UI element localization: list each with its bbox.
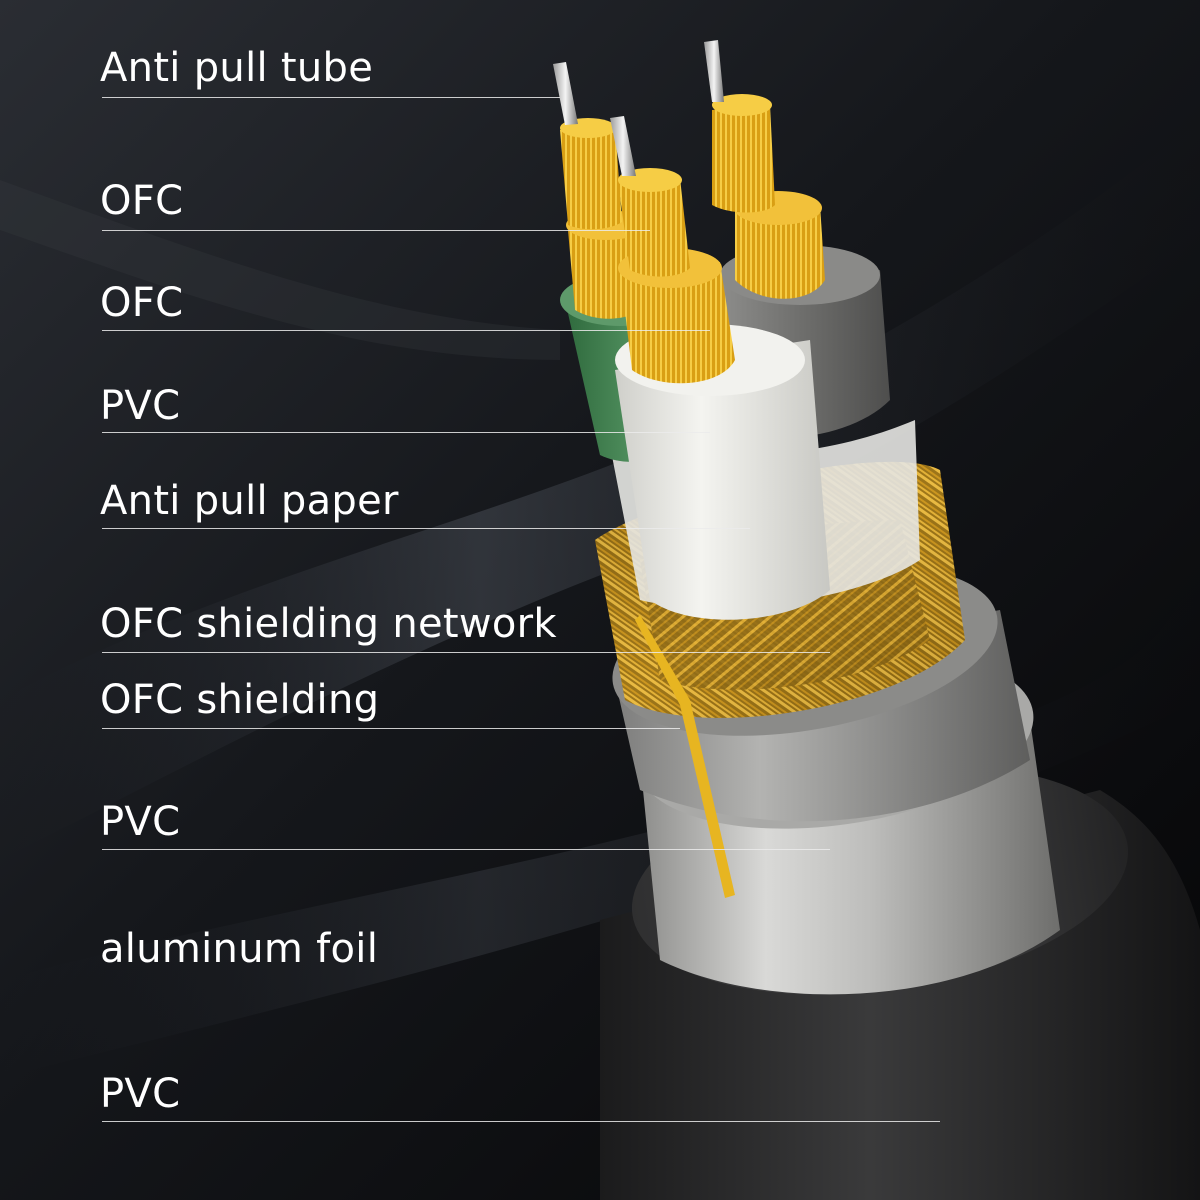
label-ofc-1: OFC	[100, 178, 184, 224]
label-ofc-shielding-network: OFC shielding network	[100, 601, 557, 647]
label-pvc-outer-jacket: PVC	[100, 1071, 181, 1117]
label-ofc-shielding: OFC shielding	[100, 677, 380, 723]
leader-line-ofc-shielding	[102, 728, 680, 729]
label-anti-pull-tube: Anti pull tube	[100, 45, 374, 91]
label-ofc-2: OFC	[100, 280, 184, 326]
background-silk-wave	[0, 180, 560, 360]
leader-line-ofc-2	[102, 330, 710, 331]
background-silk-wave	[0, 120, 1200, 860]
leader-line-anti-pull-tube	[102, 97, 560, 98]
leader-line-ofc-shielding-network	[102, 652, 830, 653]
leader-line-ofc-1	[102, 230, 650, 231]
label-pvc-conductor-insulation: PVC	[100, 383, 181, 429]
label-aluminum-foil: aluminum foil	[100, 926, 379, 972]
leader-line-anti-pull-paper	[102, 528, 750, 529]
ofc-drain-wire	[635, 615, 735, 898]
background-silk-wave	[0, 580, 1200, 1080]
leader-line-pvc-insulation	[102, 432, 710, 433]
label-anti-pull-paper: Anti pull paper	[100, 478, 399, 524]
leader-line-pvc-inner-sheath	[102, 849, 830, 850]
label-pvc-inner-sheath: PVC	[100, 799, 181, 845]
white-insulated-conductor	[610, 116, 830, 620]
leader-line-pvc-outer-jacket	[102, 1121, 940, 1122]
